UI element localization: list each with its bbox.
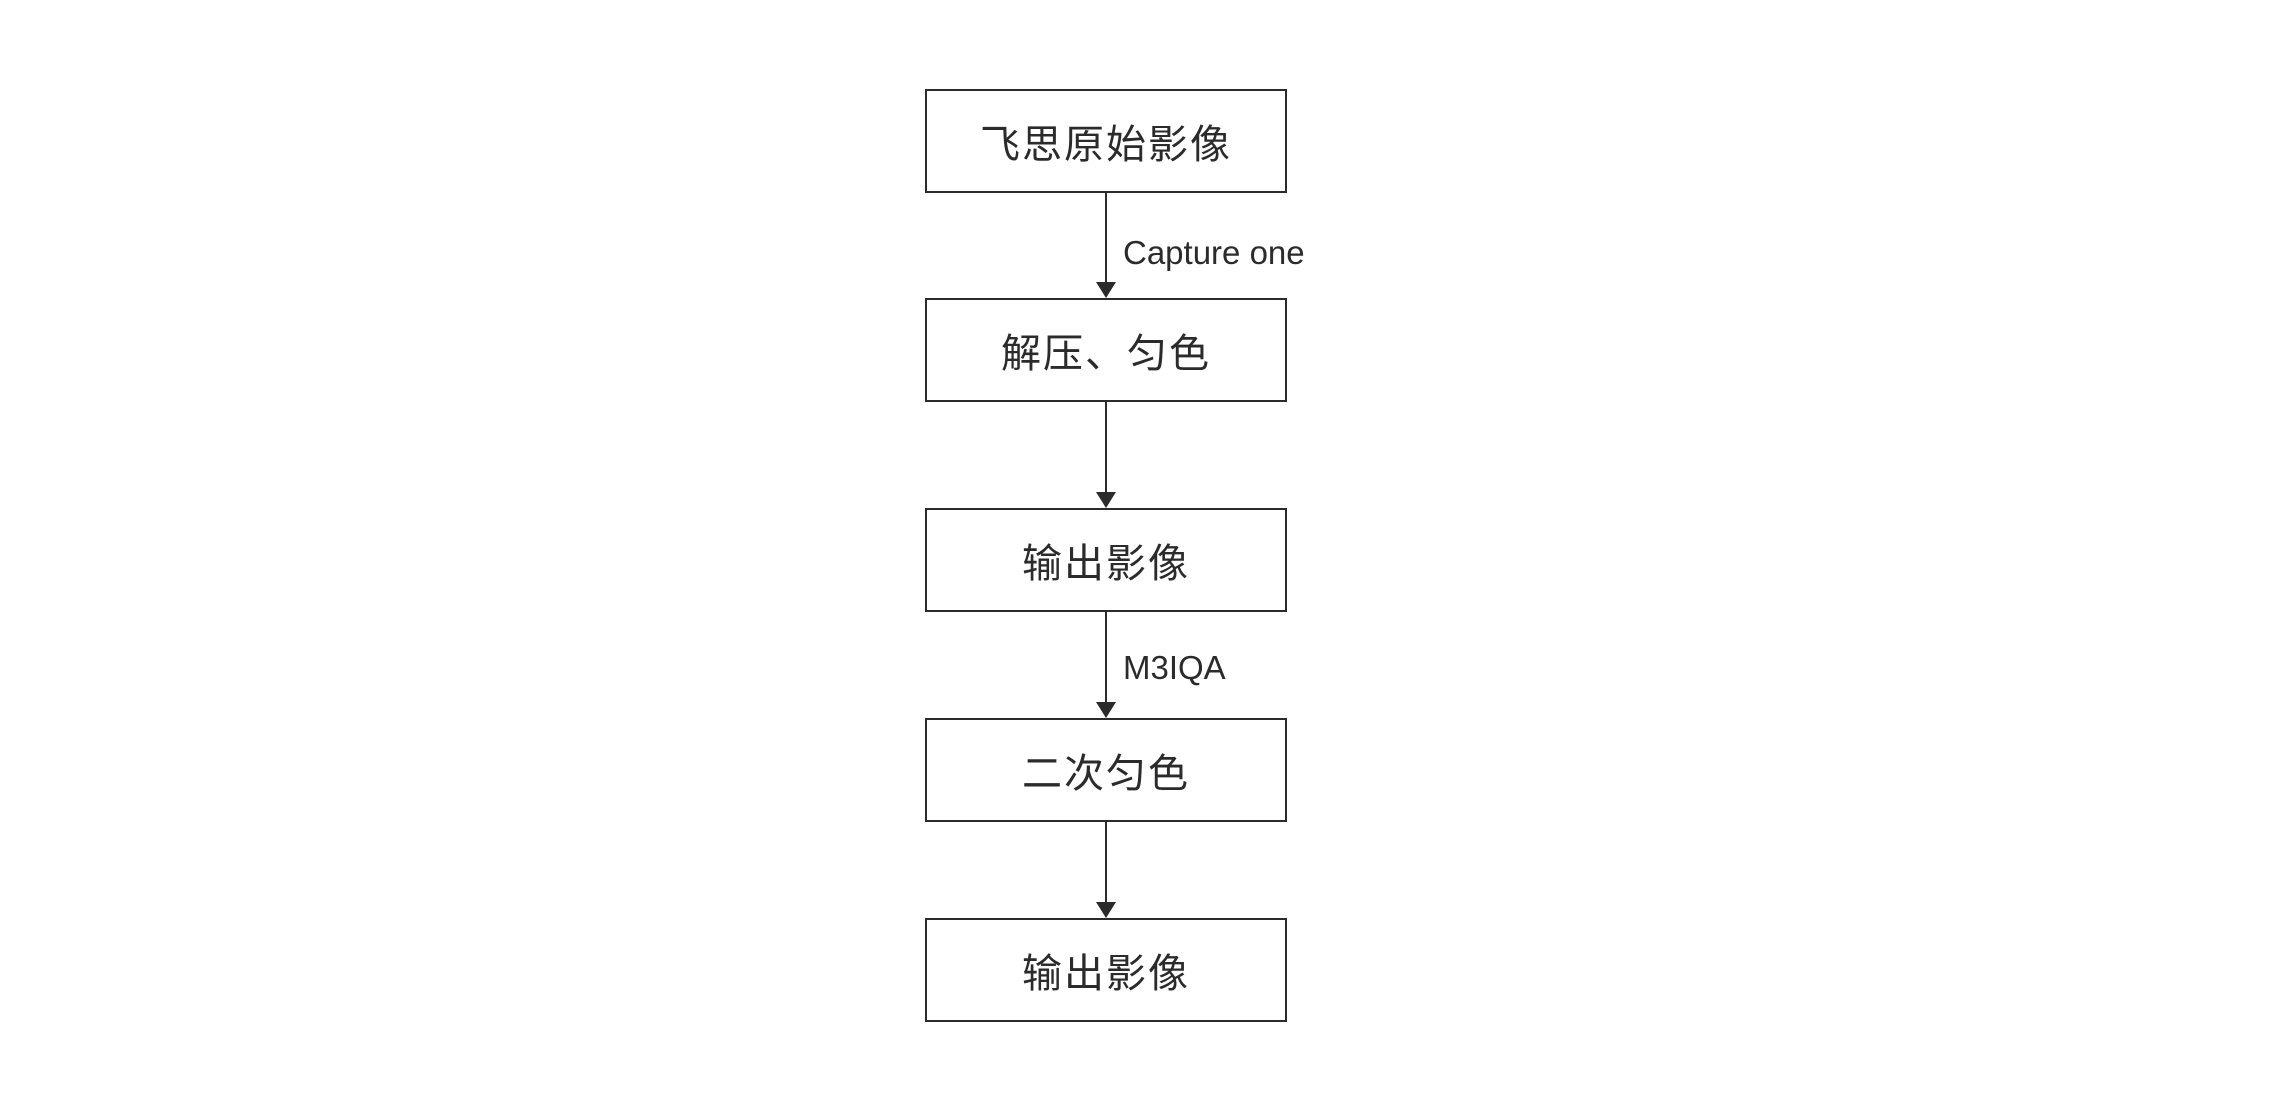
connector-3 xyxy=(1096,612,1116,718)
connector-2 xyxy=(1096,402,1116,508)
flow-node-source-image: 飞思原始影像 xyxy=(925,89,1287,193)
flow-node-output-image-1: 输出影像 xyxy=(925,508,1287,612)
arrow-down-icon xyxy=(1096,282,1116,298)
edge-label-m3iqa: M3IQA xyxy=(1123,649,1226,686)
connector-1 xyxy=(1096,193,1116,298)
connector-line xyxy=(1105,612,1107,705)
edge-label-capture-one: Capture one xyxy=(1123,234,1305,271)
connector-line xyxy=(1105,402,1107,495)
arrow-down-icon xyxy=(1096,702,1116,718)
connector-line xyxy=(1105,822,1107,905)
connector-line xyxy=(1105,193,1107,285)
flow-node-second-color-balance: 二次匀色 xyxy=(925,718,1287,822)
flow-node-output-image-2: 输出影像 xyxy=(925,918,1287,1022)
connector-4 xyxy=(1096,822,1116,918)
arrow-down-icon xyxy=(1096,492,1116,508)
flow-node-decompress-color-balance: 解压、匀色 xyxy=(925,298,1287,402)
arrow-down-icon xyxy=(1096,902,1116,918)
